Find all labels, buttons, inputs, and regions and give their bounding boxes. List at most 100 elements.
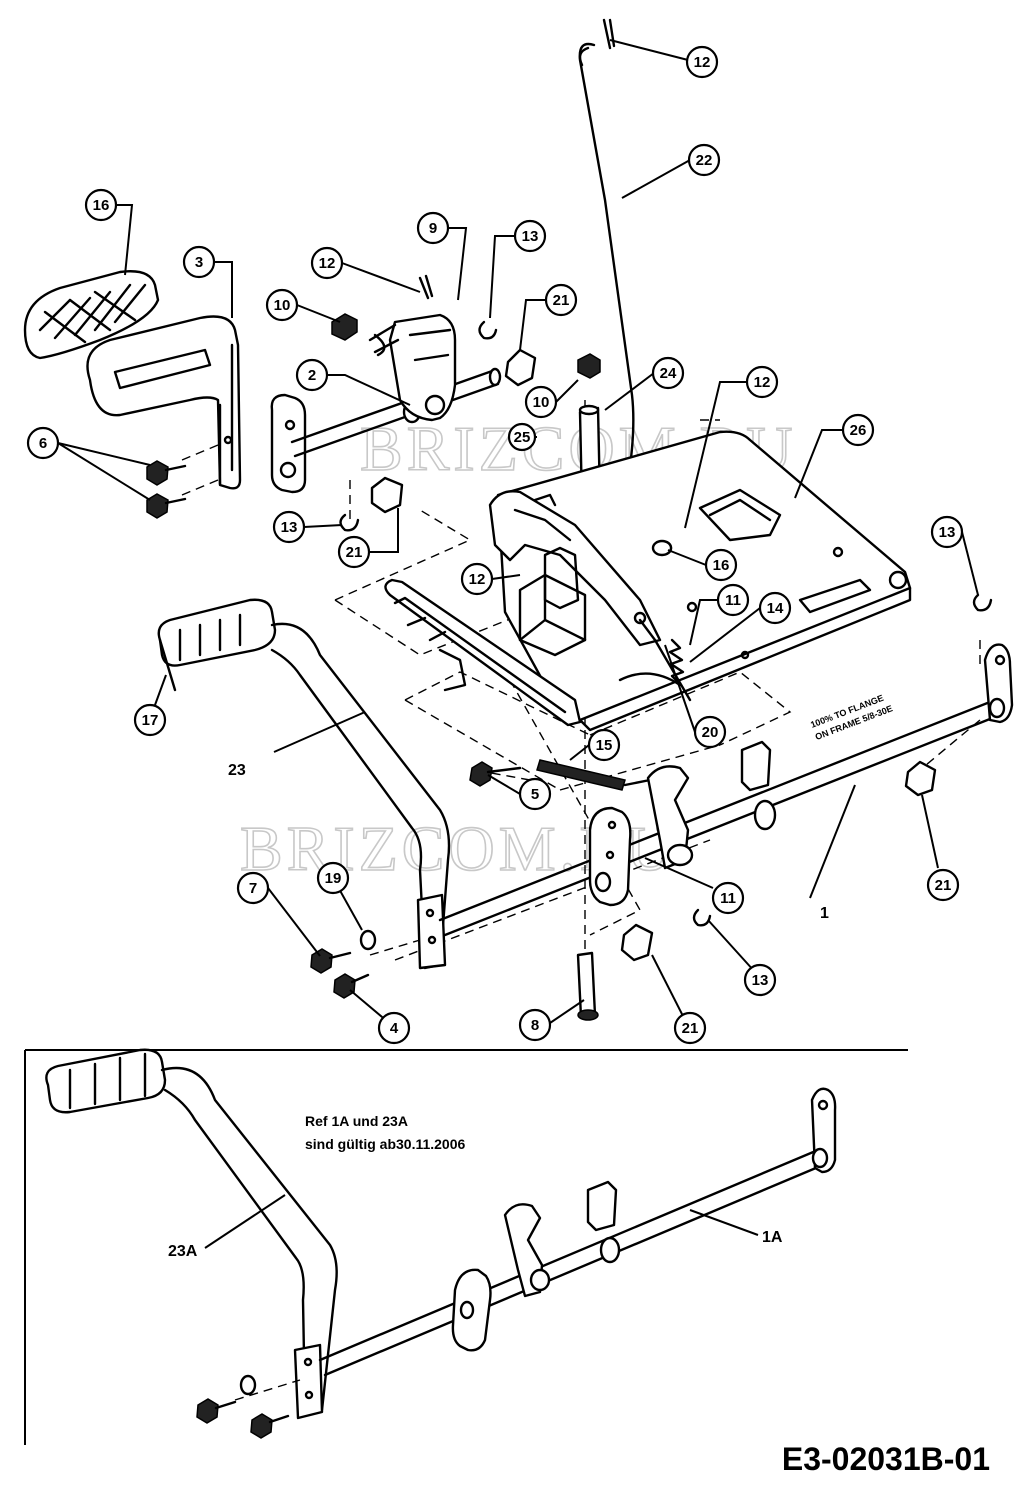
callout-12-low: 12: [460, 562, 494, 596]
callout-5: 5: [518, 777, 552, 811]
clip-13-low: [692, 908, 712, 927]
inset-view: Ref 1A und 23A sind gültig ab30.11.2006: [45, 1048, 837, 1439]
inset-bolts: [196, 1374, 301, 1439]
bracket-9: [368, 313, 457, 422]
callout-21-top: 21: [544, 283, 578, 317]
frame-stamp: 100% TO FLANGE ON FRAME 5/8-30E: [809, 693, 894, 742]
callout-21-left: 21: [337, 535, 371, 569]
callout-16-top: 16: [84, 188, 118, 222]
svg-text:13: 13: [281, 519, 298, 536]
label-1a: 1A: [762, 1229, 783, 1246]
svg-text:22: 22: [696, 152, 713, 169]
svg-text:3: 3: [195, 254, 203, 271]
spring-14: [668, 638, 685, 686]
hand-lever: [157, 598, 451, 970]
plain-labels: 23 1 23A 1A: [168, 762, 829, 1260]
svg-text:13: 13: [522, 228, 539, 245]
cross-shaft-1a: [318, 1087, 837, 1377]
svg-text:21: 21: [682, 1020, 699, 1037]
bushing-21-top: [504, 348, 537, 387]
svg-text:14: 14: [767, 600, 784, 617]
cotter-pin-top: [602, 18, 616, 50]
callout-17: 17: [133, 703, 167, 737]
svg-text:12: 12: [469, 571, 486, 588]
label-1: 1: [820, 905, 829, 922]
frame-plate: [496, 430, 912, 732]
callout-26: 26: [841, 413, 875, 447]
bolt-7: [310, 948, 352, 974]
cross-shaft: [438, 643, 1014, 937]
cotter-pin-mid: [418, 274, 434, 300]
svg-text:5: 5: [531, 786, 539, 803]
svg-text:10: 10: [274, 297, 291, 314]
callout-13-left: 13: [272, 510, 306, 544]
clevis-pin-8: [576, 951, 599, 1021]
bushing-21-left: [370, 476, 404, 514]
svg-text:11: 11: [725, 592, 741, 609]
clip-13-right: [972, 593, 993, 612]
svg-text:21: 21: [935, 877, 952, 894]
svg-text:13: 13: [752, 972, 769, 989]
clip-13-left: [339, 513, 360, 532]
callout-24: 24: [651, 356, 685, 390]
svg-text:9: 9: [429, 220, 437, 237]
callout-13-top: 13: [513, 219, 547, 253]
inset-divider: [24, 1049, 908, 1445]
svg-text:12: 12: [694, 54, 711, 71]
pedal-arm-plate: [270, 393, 307, 494]
svg-text:12: 12: [319, 255, 336, 272]
callout-8: 8: [518, 1008, 552, 1042]
svg-text:26: 26: [850, 422, 867, 439]
svg-text:25: 25: [514, 429, 531, 446]
hand-lever-23a: [45, 1048, 338, 1420]
callout-21-low: 21: [673, 1011, 707, 1045]
callout-15: 15: [587, 728, 621, 762]
inset-note-line-2: sind gültig ab30.11.2006: [305, 1136, 466, 1152]
callout-6: 6: [26, 426, 60, 460]
footpad-rubber: [23, 270, 160, 360]
spring-15: [536, 759, 652, 791]
svg-text:17: 17: [142, 712, 159, 729]
svg-text:12: 12: [754, 374, 771, 391]
shaft-arm-bracket: [646, 740, 777, 870]
svg-text:8: 8: [531, 1017, 539, 1034]
svg-text:4: 4: [390, 1020, 399, 1037]
callout-16-mid: 16: [704, 548, 738, 582]
center-bracket: [518, 546, 587, 657]
foot-pedal: [86, 315, 242, 490]
document-code: E3-02031B-01: [782, 1441, 990, 1477]
washer-16: [651, 539, 673, 557]
inset-note-line-1: Ref 1A und 23A: [305, 1113, 408, 1129]
callout-4: 4: [377, 1011, 411, 1045]
callout-2: 2: [295, 358, 329, 392]
svg-text:24: 24: [660, 365, 677, 382]
callout-10-mid: 10: [524, 385, 558, 419]
bolts-left: [146, 460, 187, 519]
upper-exploded-view: [23, 18, 1014, 1021]
callout-11-top: 11: [716, 583, 750, 617]
svg-text:21: 21: [346, 544, 363, 561]
hex-nut-left: [331, 313, 358, 341]
svg-text:16: 16: [93, 197, 110, 214]
svg-text:19: 19: [325, 870, 342, 887]
svg-text:16: 16: [713, 557, 730, 574]
svg-text:21: 21: [553, 292, 570, 309]
callout-12-top: 12: [685, 45, 719, 79]
callout-21-right: 21: [926, 868, 960, 902]
svg-text:15: 15: [596, 737, 613, 754]
callout-12-mid: 12: [310, 246, 344, 280]
callout-25: 25: [507, 422, 537, 452]
hex-nut-mid: [577, 353, 601, 379]
svg-text:11: 11: [720, 890, 736, 907]
callout-9: 9: [416, 211, 450, 245]
bolt-5: [469, 761, 522, 787]
svg-text:7: 7: [249, 880, 257, 897]
callout-bubbles: 12 22 16 3 9 13 12 10 21 2 10 24 12 6 25…: [26, 45, 964, 1045]
tension-rod: [633, 611, 692, 702]
callout-11-low: 11: [711, 881, 745, 915]
callout-14: 14: [758, 591, 792, 625]
svg-text:6: 6: [39, 435, 47, 452]
callout-19: 19: [316, 861, 350, 895]
callout-22: 22: [687, 143, 721, 177]
